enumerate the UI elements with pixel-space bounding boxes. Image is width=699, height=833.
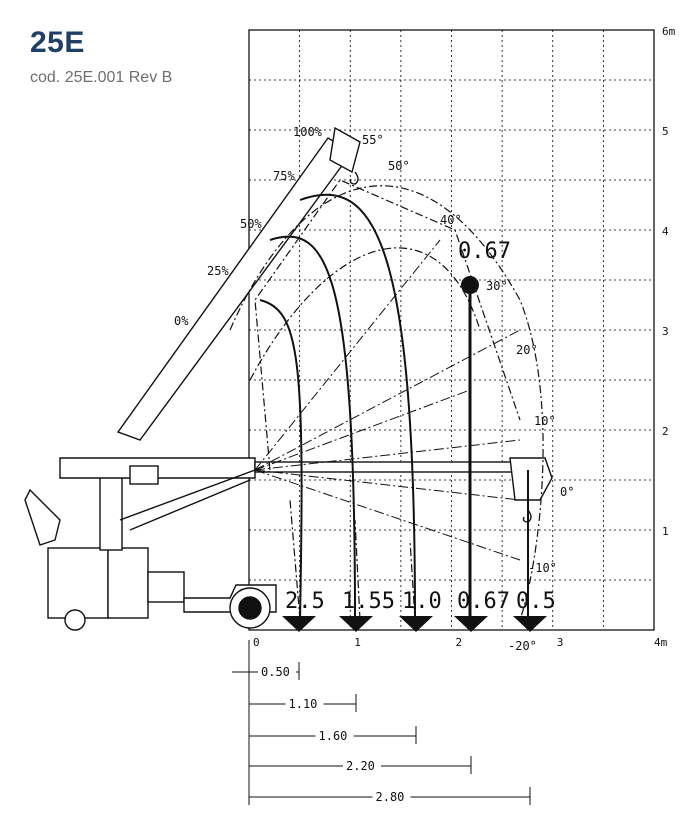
dimension-label-bg: [258, 663, 296, 677]
y-tick-label: 4: [662, 225, 669, 238]
model-title: 25E: [30, 26, 85, 59]
capacity-triangle: [454, 616, 488, 632]
y-tick-label: 3: [662, 325, 669, 338]
boom-horizontal: [254, 461, 521, 473]
y-tick-label: 6m: [662, 25, 676, 38]
dimension-label: 2.80: [376, 790, 405, 804]
y-tick-label: 5: [662, 125, 669, 138]
boom-extension-label: 0%: [174, 314, 189, 328]
dimension-label: 2.20: [346, 759, 375, 773]
capacity-label: 1.0: [402, 589, 442, 614]
boom-raised: [116, 137, 354, 441]
angle-label: 40°: [440, 213, 462, 227]
model-code: cod. 25E.001 Rev B: [30, 69, 173, 86]
x-tick-label: 4m: [654, 636, 668, 649]
angle-label: 50°: [388, 159, 410, 173]
y-tick-label: 2: [662, 425, 669, 438]
capacity-triangle: [513, 616, 547, 632]
boom-extension-label: 25%: [207, 264, 229, 278]
capacity-triangle: [339, 616, 373, 632]
grid-lines: [249, 30, 654, 630]
motor-box: [147, 571, 185, 603]
x-tick-label: 2: [456, 636, 463, 649]
angle-label: 55°: [362, 133, 384, 147]
dimension-label-bg: [343, 757, 381, 771]
dimension-label: 1.60: [319, 729, 348, 743]
front-wheel-hub: [238, 596, 262, 620]
angle-label: 30°: [486, 279, 508, 293]
capacity-label: 0.5: [516, 589, 556, 614]
hydraulic-cylinder: [119, 469, 256, 521]
counter-motor: [129, 465, 159, 485]
hook-raised: [349, 171, 359, 185]
angle-label: 0°: [560, 485, 574, 499]
capacity-triangle: [399, 616, 433, 632]
dimension-label: 0.50: [261, 665, 290, 679]
boom-extension-label: 75%: [273, 169, 295, 183]
x-tick-label: 1: [354, 636, 361, 649]
boom-tip: [329, 126, 361, 174]
y-axis-ticks: 1 2 3 4 5 6m: [662, 25, 676, 538]
capacity-label: 2.5: [285, 589, 325, 614]
angle-label: -10°: [528, 561, 557, 575]
x-axis-ticks: 0 1 2 3 4m: [253, 636, 668, 649]
load-point-marker: [461, 276, 479, 294]
boom-extension-labels: 0% 25% 50% 75% 100%: [174, 125, 323, 328]
envelope-curves: [229, 179, 544, 621]
hydraulic-cylinder-2: [129, 479, 251, 531]
capacity-label: 1.55: [342, 589, 395, 614]
capacity-label: 0.67: [457, 589, 510, 614]
boom-extension-label: 100%: [293, 125, 323, 139]
dimension-label: 1.10: [289, 697, 318, 711]
boom-extension-label: 50%: [240, 217, 262, 231]
dimension-label-bg: [285, 695, 324, 709]
boom-tip-horizontal: [509, 457, 553, 501]
max-load-label: 0.67: [458, 239, 511, 264]
x-tick-label: 3: [557, 636, 564, 649]
distance-dimensions: 0.50 1.10 1.60 2.20 2.80: [232, 640, 531, 805]
capacity-triangle: [282, 616, 316, 632]
angle-label: 20°: [516, 343, 538, 357]
angle-label: 10°: [534, 414, 556, 428]
battery-box: [107, 547, 149, 619]
chassis-body: [47, 547, 109, 619]
angle-labels: 55° 50° 40° 30° 20° 10° 0° -10° -20°: [362, 133, 574, 653]
y-tick-label: 1: [662, 525, 669, 538]
crane-illustration: [24, 126, 553, 631]
tiller-handle: [24, 488, 61, 546]
rear-wheel: [64, 609, 86, 631]
dimension-label-bg: [372, 788, 411, 802]
x-tick-label: 0: [253, 636, 260, 649]
dimension-label-bg: [315, 727, 354, 741]
angle-label: -20°: [508, 639, 537, 653]
